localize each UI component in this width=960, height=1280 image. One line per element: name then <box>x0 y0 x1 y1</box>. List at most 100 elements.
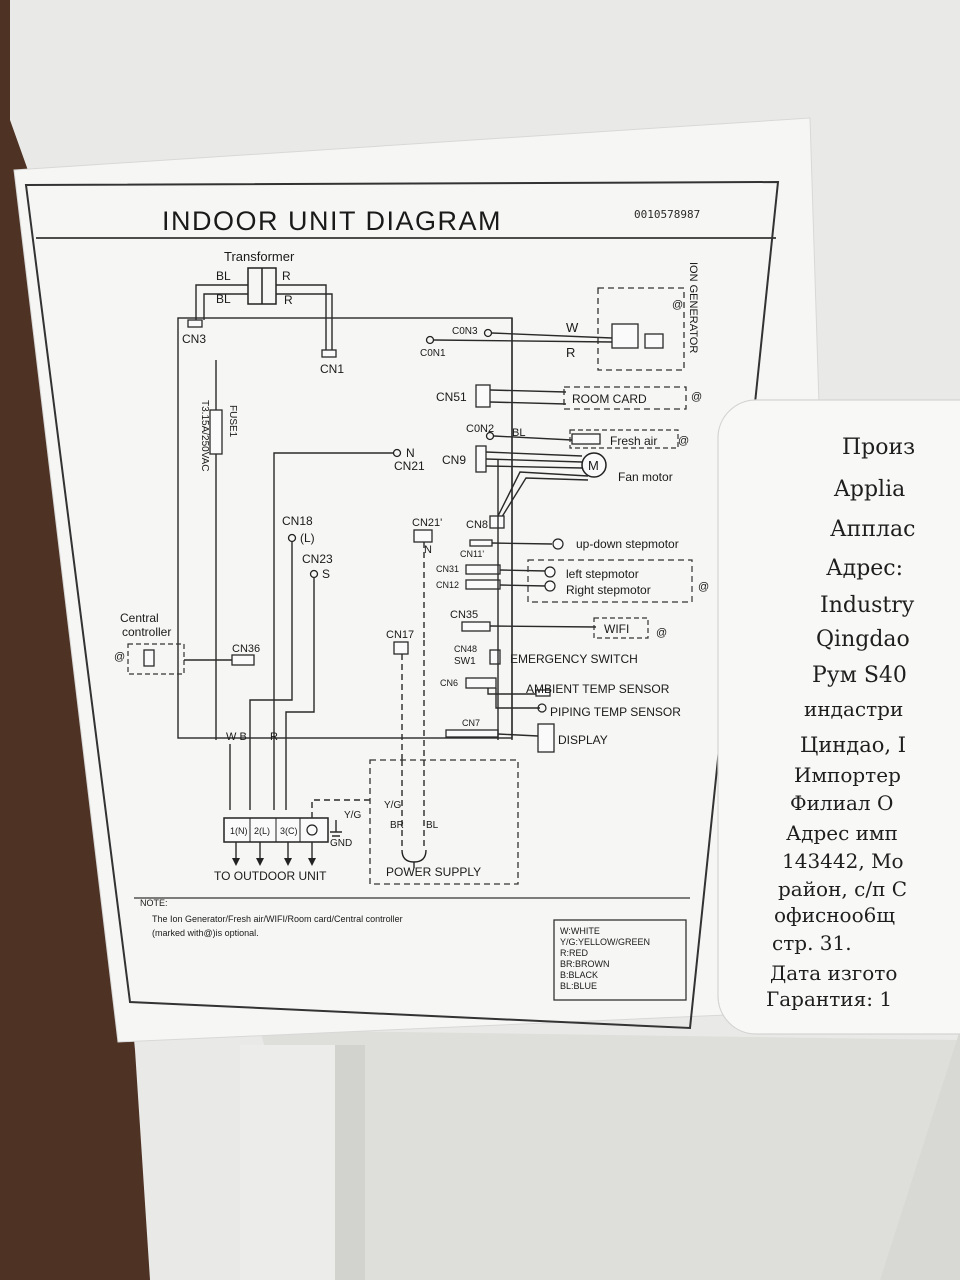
cn31-label: CN31 <box>436 564 459 574</box>
fan-motor-label: Fan motor <box>618 470 673 484</box>
sw1-label: SW1 <box>454 656 476 667</box>
r-label: R <box>284 293 293 307</box>
r-label: R <box>270 731 278 743</box>
cn3-connector <box>187 319 203 328</box>
fresh-air-label: Fresh air <box>610 434 657 448</box>
cn21-label: CN21 <box>394 459 425 473</box>
note-line-2: (marked with@)is optional. <box>152 928 259 938</box>
optional-mark: @ <box>656 627 667 639</box>
sticker-line: офисноо6щ <box>774 903 895 927</box>
updown-stepmotor-label: up-down stepmotor <box>576 537 679 551</box>
ion-generator-label: ION GENERATOR <box>687 262 699 353</box>
color-legend <box>553 919 687 1001</box>
sticker-line: Циндао, I <box>800 733 906 757</box>
controller-label: controller <box>122 625 171 639</box>
br-label: BR <box>390 820 404 831</box>
terminal-1-label: 1(N) <box>230 826 248 836</box>
yg-label: Y/G <box>384 800 401 811</box>
cn12-label: CN12 <box>436 580 459 590</box>
n-label: N <box>406 446 415 460</box>
ground-icon <box>306 824 318 836</box>
cn3-label: CN3 <box>182 332 206 346</box>
optional-mark: @ <box>691 391 702 403</box>
sticker-line: Адрес: <box>826 556 903 581</box>
diagram-code: 0010578987 <box>634 208 700 221</box>
left-stepmotor-label: left stepmotor <box>566 567 639 581</box>
l-label: (L) <box>300 531 315 545</box>
yg-label: Y/G <box>344 810 361 821</box>
display-icon <box>537 723 555 753</box>
cn9-connector <box>475 445 487 473</box>
central-label: Central <box>120 611 159 625</box>
cn1-label: CN1 <box>320 362 344 376</box>
piping-sensor-label: PIPING TEMP SENSOR <box>550 705 681 719</box>
cn23-label: CN23 <box>302 552 333 566</box>
cn8-label: CN8 <box>466 519 488 531</box>
fan-motor-icon <box>581 452 607 478</box>
con3-label: C0N3 <box>452 326 478 337</box>
n-label: N <box>424 544 432 556</box>
ambient-sensor-label: AMBIENT TEMP SENSOR <box>526 682 670 696</box>
fuse-rating: T3.15A/250VAC <box>199 400 210 472</box>
optional-mark: @ <box>678 435 689 447</box>
central-controller-box <box>127 643 185 675</box>
sticker-line: район, с/п С <box>778 877 907 901</box>
diagram-border <box>24 180 780 1030</box>
w-label: W <box>566 320 579 335</box>
cn1-connector <box>321 349 337 358</box>
r-label: R <box>282 269 291 283</box>
bl-label: BL <box>512 427 525 439</box>
bl-label: BL <box>426 820 439 831</box>
room-card-label: ROOM CARD <box>572 392 647 406</box>
bl-label: BL <box>216 292 231 306</box>
cn17-label: CN17 <box>386 629 414 641</box>
r-label: R <box>566 345 575 360</box>
cn9-label: CN9 <box>442 453 466 467</box>
cn21b-connector <box>413 529 433 543</box>
sticker-line: Applia <box>833 477 905 502</box>
legend-item: R:RED <box>560 948 589 958</box>
legend-item: BL:BLUE <box>560 981 597 991</box>
terminal-3-label: 3(C) <box>280 826 298 836</box>
room-card-box <box>563 386 687 410</box>
diagram-title: INDOOR UNIT DIAGRAM <box>162 206 502 236</box>
cn48-label: CN48 <box>454 644 477 654</box>
emergency-switch-label: EMERGENCY SWITCH <box>510 652 638 666</box>
sticker-line: Qingdao <box>816 627 910 652</box>
ion-generator-box <box>597 287 685 371</box>
sticker-line: 143442, Мо <box>782 849 904 873</box>
to-outdoor-label: TO OUTDOOR UNIT <box>214 869 327 883</box>
sticker-line: Дата изгото <box>770 961 897 985</box>
power-supply-box <box>369 759 519 885</box>
optional-mark: @ <box>672 299 683 311</box>
sticker-line: Гарантия: 1 <box>766 987 892 1011</box>
gnd-label: GND <box>330 838 352 849</box>
cn21b-label: CN21' <box>412 517 442 529</box>
legend-item: B:BLACK <box>560 970 598 980</box>
terminal-2-label: 2(L) <box>254 826 270 836</box>
s-label: S <box>322 567 330 581</box>
sticker-line: Industry <box>820 593 915 618</box>
display-label: DISPLAY <box>558 733 608 747</box>
sticker-line: Импортер <box>794 763 901 787</box>
fuse-icon <box>209 409 223 455</box>
con2-label: C0N2 <box>466 423 494 435</box>
optional-mark: @ <box>698 581 709 593</box>
sticker-line: Произ <box>842 435 915 460</box>
con1-label: C0N1 <box>420 348 446 359</box>
note-line-1: The Ion Generator/Fresh air/WIFI/Room ca… <box>152 914 403 924</box>
sticker-line: стр. 31. <box>772 931 852 955</box>
cn7-label: CN7 <box>462 718 480 728</box>
legend-item: W:WHITE <box>560 926 600 936</box>
cn18-label: CN18 <box>282 514 313 528</box>
cn51-label: CN51 <box>436 390 467 404</box>
power-supply-label: POWER SUPPLY <box>386 865 481 879</box>
sticker-line: Апплас <box>830 517 915 542</box>
stepmotor-box <box>527 559 693 603</box>
motor-m: M <box>588 458 599 473</box>
cn17-connector <box>393 641 409 655</box>
wifi-box <box>593 617 649 639</box>
sticker-line: Филиал О <box>790 791 893 815</box>
cn11-label: CN11' <box>460 549 484 559</box>
